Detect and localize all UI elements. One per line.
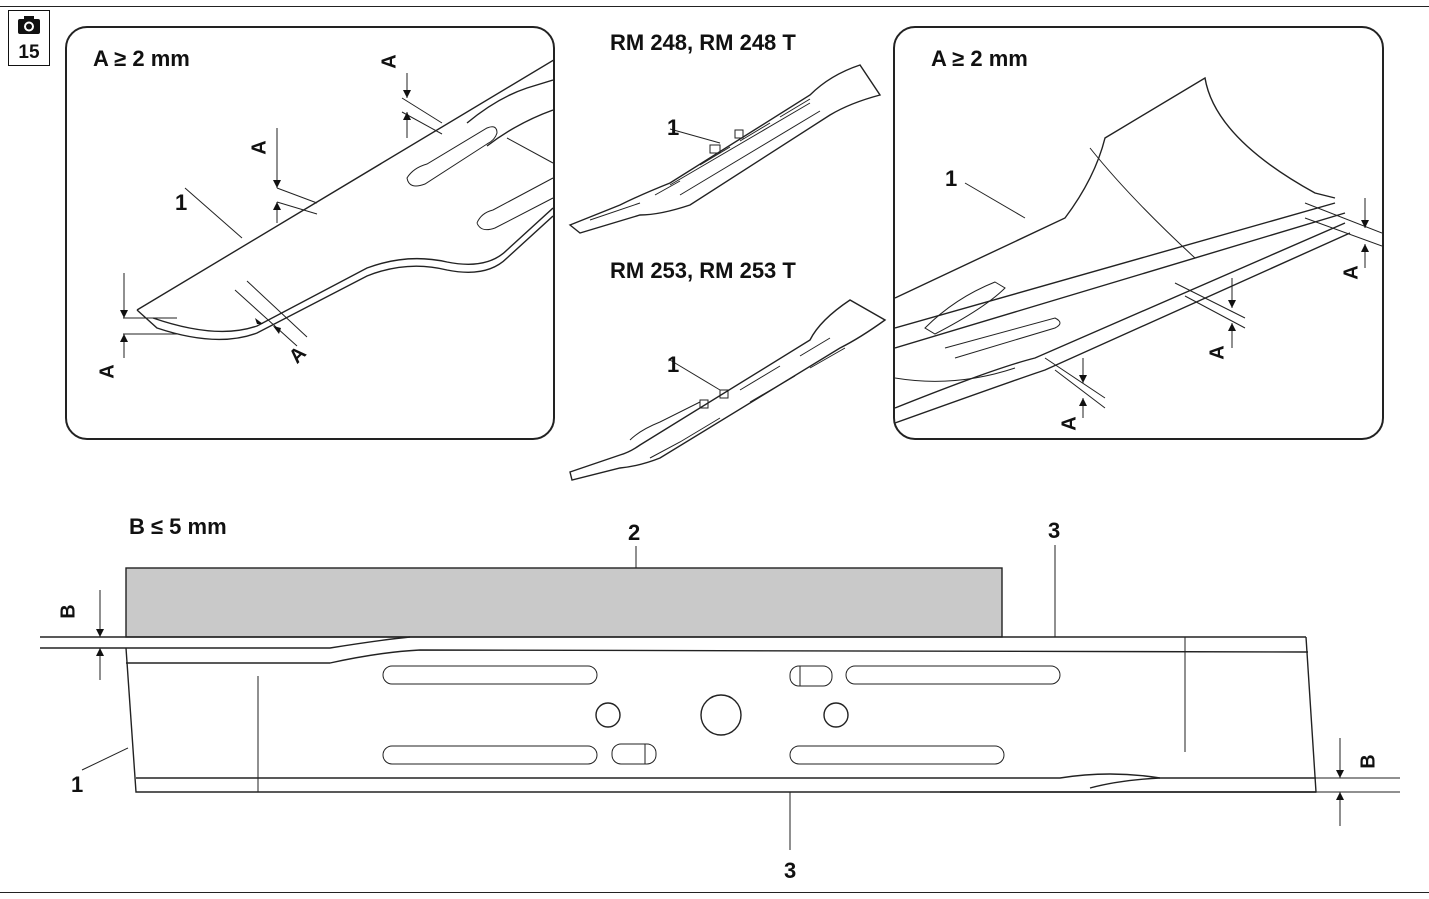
right-part-label: 1 (945, 166, 958, 191)
figure-number: 15 (18, 42, 40, 63)
edge-label-bottom: 3 (784, 858, 797, 883)
model-2-part-label: 1 (667, 352, 680, 377)
model-1-blade (568, 64, 882, 234)
camera-icon (18, 16, 40, 34)
frame-top-line (0, 6, 1429, 7)
left-spec-label: A ≥ 2 mm (93, 46, 190, 71)
model-2-blade (569, 299, 887, 481)
model-1-part-label: 1 (667, 115, 680, 140)
figure-badge: 15 (8, 10, 50, 66)
straightedge-label: 2 (628, 520, 641, 545)
straightedge-bar (125, 567, 1003, 638)
right-blade-drawing (895, 76, 1382, 424)
edge-label-top: 3 (1048, 518, 1061, 543)
right-spec-label: A ≥ 2 mm (931, 46, 1028, 71)
model-2-title: RM 253, RM 253 T (610, 258, 796, 283)
model-1-title: RM 248, RM 248 T (610, 30, 796, 55)
blade-label: 1 (71, 772, 84, 797)
bottom-spec-label: B ≤ 5 mm (129, 514, 227, 539)
left-blade-drawing (120, 59, 553, 358)
right-detail-panel: A ≥ 2 mm 1 A A A (893, 26, 1384, 440)
frame-bottom-line (0, 892, 1429, 893)
left-part-label: 1 (175, 190, 188, 215)
left-detail-panel: A ≥ 2 mm 1 A A A A (65, 26, 555, 440)
